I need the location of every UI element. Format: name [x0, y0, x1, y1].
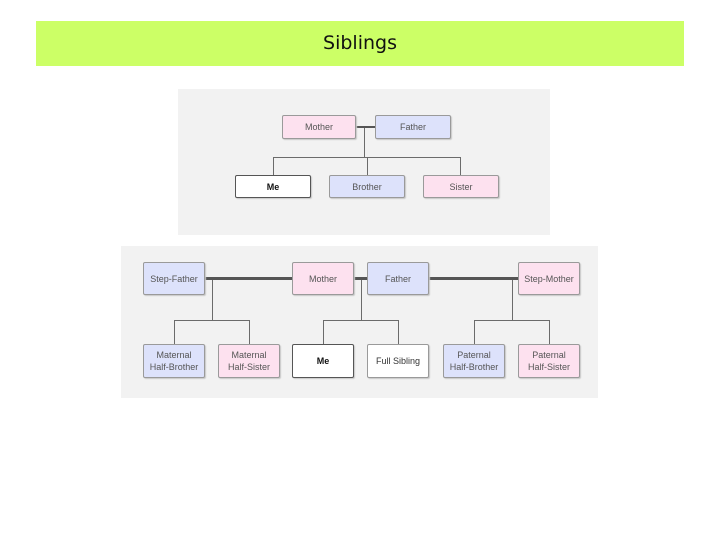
node-paternal-half-brother: Paternal Half-Brother — [443, 344, 505, 378]
node-full-sibling-label: Full Sibling — [375, 356, 421, 366]
child-drop-me — [273, 157, 274, 175]
child-drop-paternal-half-brother — [474, 320, 475, 344]
node-father: Father — [375, 115, 451, 139]
node-paternal-half-sister-line2: Half-Sister — [527, 362, 570, 372]
node-step-mother: Step-Mother — [518, 262, 580, 295]
node-step-father: Step-Father — [143, 262, 205, 295]
diagram-siblings-extended: Step-Father Mother Father Step-Mother Ma… — [121, 246, 598, 398]
node-sister: Sister — [423, 175, 499, 198]
node-sister-label: Sister — [449, 181, 473, 192]
node-me: Me — [235, 175, 311, 198]
node-step-mother-label: Step-Mother — [524, 273, 574, 284]
descent-line — [364, 128, 365, 157]
child-drop-full-sibling — [398, 320, 399, 344]
descent-line-maternal — [212, 280, 213, 320]
node-mother: Mother — [292, 262, 354, 295]
node-mother: Mother — [282, 115, 356, 139]
child-drop-maternal-half-brother — [174, 320, 175, 344]
title-bar: Siblings — [36, 21, 684, 66]
children-bar-full — [323, 320, 399, 321]
children-bar-maternal — [174, 320, 250, 321]
child-drop-maternal-half-sister — [249, 320, 250, 344]
marriage-line — [205, 277, 519, 280]
node-paternal-half-brother-line1: Paternal — [457, 350, 491, 360]
marriage-line — [353, 126, 375, 128]
node-maternal-half-sister-line2: Half-Sister — [227, 362, 270, 372]
node-maternal-half-sister-line1: Maternal — [231, 350, 267, 360]
node-brother-label: Brother — [352, 181, 382, 192]
child-drop-brother — [367, 157, 368, 175]
child-drop-sister — [460, 157, 461, 175]
descent-line-paternal — [512, 280, 513, 320]
node-full-sibling: Full Sibling — [367, 344, 429, 378]
node-paternal-half-brother-line2: Half-Brother — [449, 362, 499, 372]
children-bar-paternal — [474, 320, 550, 321]
node-mother-label: Mother — [304, 122, 333, 132]
node-me-label: Me — [316, 356, 330, 366]
node-maternal-half-brother: Maternal Half-Brother — [143, 344, 205, 378]
node-paternal-half-sister-line1: Paternal — [532, 350, 566, 360]
node-father-label: Father — [384, 273, 411, 284]
diagram-siblings-simple: Mother Father Me Brother Sister — [178, 89, 550, 235]
node-step-father-label: Step-Father — [150, 273, 198, 284]
node-maternal-half-brother-line1: Maternal — [156, 350, 192, 360]
node-paternal-half-sister: Paternal Half-Sister — [518, 344, 580, 378]
node-father-label: Father — [399, 122, 426, 132]
node-brother: Brother — [329, 175, 405, 198]
node-father: Father — [367, 262, 429, 295]
descent-line-full — [361, 280, 362, 320]
child-drop-paternal-half-sister — [549, 320, 550, 344]
node-maternal-half-sister: Maternal Half-Sister — [218, 344, 280, 378]
child-drop-me — [323, 320, 324, 344]
node-me: Me — [292, 344, 354, 378]
node-me-label: Me — [266, 181, 280, 192]
node-maternal-half-brother-line2: Half-Brother — [149, 362, 199, 372]
slide-title: Siblings — [323, 32, 397, 54]
node-mother-label: Mother — [308, 273, 337, 284]
